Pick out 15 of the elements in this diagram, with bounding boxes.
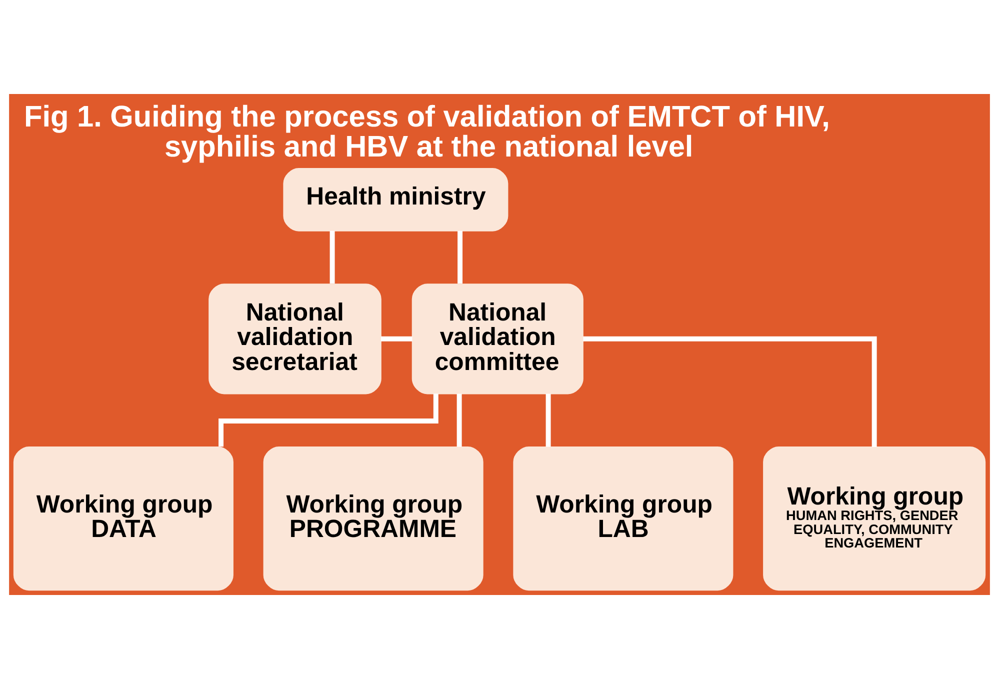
node-box: Working group HUMAN RIGHTS, GENDER EQUALITY, COMMUNITY ENGAGEMENT <box>762 446 986 591</box>
connector <box>380 336 412 342</box>
connector <box>218 394 438 447</box>
node-box: Working group LAB <box>512 446 733 591</box>
connector <box>582 336 876 448</box>
node-box: Health ministry <box>282 168 508 232</box>
node-box: National validation secretariat <box>208 284 381 394</box>
diagram-title: Fig 1. Guiding the process of validation of EMTCT of HIV, syphilis and HBV at the national level <box>23 100 830 164</box>
node-box: Working group PROGRAMME <box>262 446 483 591</box>
connector <box>456 394 462 447</box>
node-box: National validation committee <box>411 284 583 394</box>
connector <box>545 394 550 447</box>
node-box: Working group DATA <box>12 446 233 591</box>
connector <box>457 230 462 284</box>
connector <box>329 230 334 284</box>
